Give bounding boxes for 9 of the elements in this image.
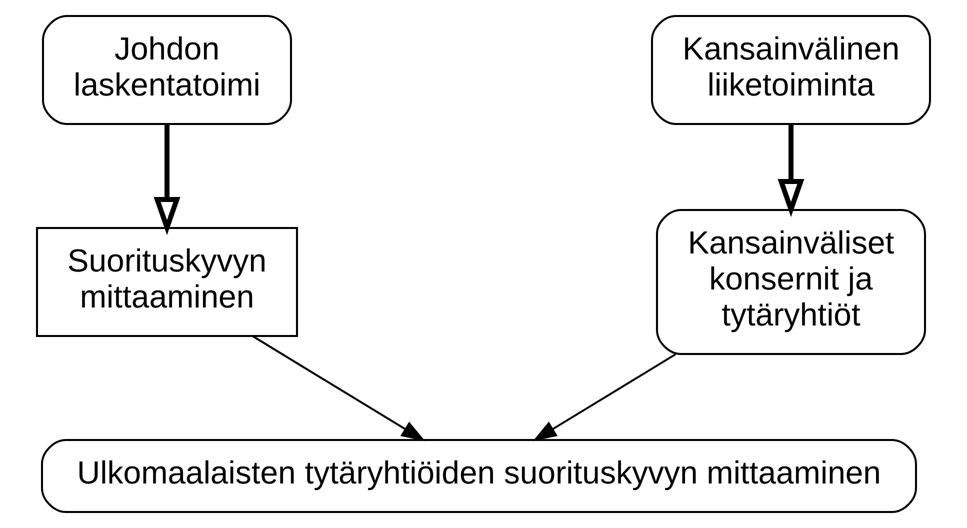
node-box: Suorituskyvyn mittaaminen: [36, 227, 298, 337]
arrow: [154, 124, 180, 236]
arrow: [252, 336, 426, 442]
node-box: Kansainväliset konsernit ja tytäryhtiöt: [656, 209, 926, 355]
node-box: Johdon laskentatoimi: [42, 15, 292, 125]
node-box: Ulkomaalaisten tytäryhtiöiden suorituskyvyn mittaaminen: [41, 439, 917, 513]
node-box: Kansainvälinen liiketoiminta: [651, 15, 931, 125]
arrow: [778, 124, 804, 218]
arrow: [532, 353, 676, 442]
